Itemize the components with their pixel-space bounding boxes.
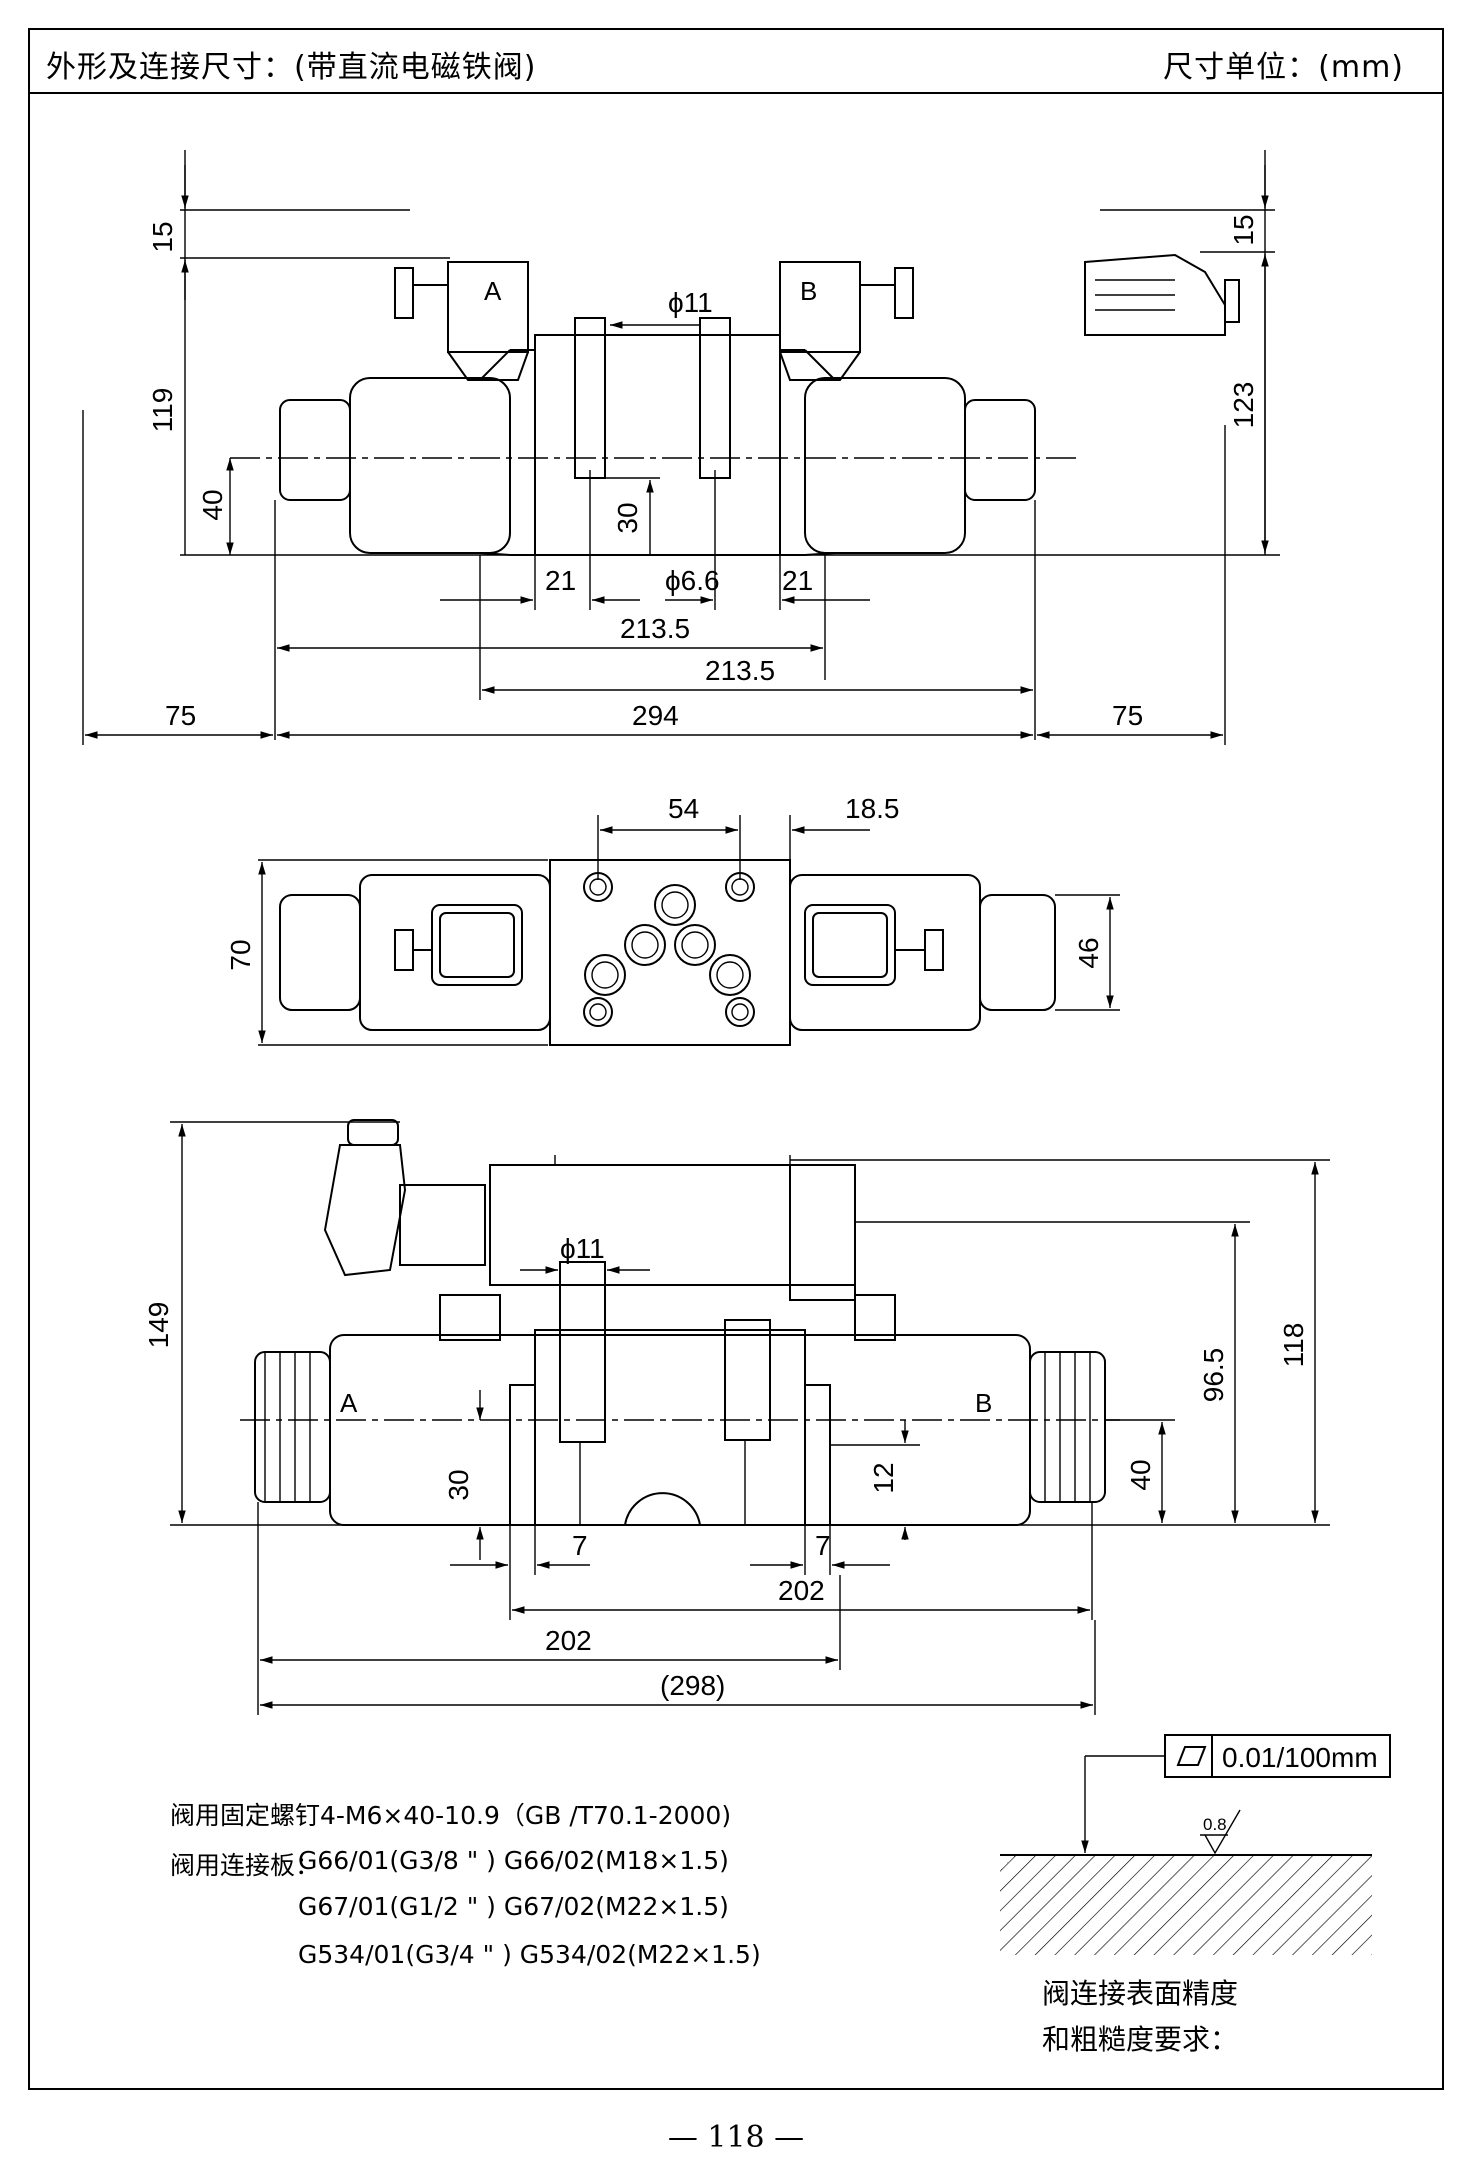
note-screws: 阀用固定螺钉4-M6×40-10.9（GB /T70.1-2000)	[170, 1801, 732, 1830]
dim-phi6-6: ϕ6.6	[665, 565, 720, 596]
surface-caption-line2: 和粗糙度要求：	[1042, 2023, 1239, 2056]
dim-w75-left: 75	[165, 700, 196, 731]
flatness-value: 0.01/100mm	[1222, 1742, 1378, 1773]
dim-h40-side: 40	[1125, 1459, 1156, 1490]
note-plate-line2: G67/01(G1/2 " ) G67/02(M22×1.5)	[298, 1892, 729, 1921]
dim-h12: 12	[868, 1462, 899, 1493]
top-view: 15 119 40 15 123 ϕ11 30 21 ϕ6.6 21	[82, 150, 1280, 745]
dim-w7-left: 7	[572, 1530, 588, 1561]
note-plate-line1: G66/01(G3/8 " ) G66/02(M18×1.5)	[298, 1846, 729, 1875]
drawing-frame: 外形及连接尺寸：(带直流电磁铁阀) 尺寸单位：(mm)	[28, 28, 1444, 2090]
dim-phi11-side: ϕ11	[560, 1233, 605, 1264]
dim-h149: 149	[143, 1302, 174, 1349]
dim-w21-left: 21	[545, 565, 576, 596]
cable-plug	[1084, 253, 1240, 336]
dim-h70: 70	[225, 939, 256, 970]
dim-h30-top: 30	[612, 502, 643, 533]
header-bar: 外形及连接尺寸：(带直流电磁铁阀) 尺寸单位：(mm)	[30, 30, 1442, 94]
dim-h15-right: 15	[1228, 214, 1259, 245]
side-label-b: B	[975, 1388, 992, 1418]
plan-view: 54 18.5 70 46	[225, 793, 1120, 1046]
dim-h119: 119	[147, 388, 178, 433]
dim-h96-5: 96.5	[1198, 1348, 1229, 1403]
header-title: 外形及连接尺寸：(带直流电磁铁阀)	[46, 50, 537, 85]
dim-h123: 123	[1228, 382, 1259, 429]
coil-label-b: B	[800, 276, 817, 306]
dim-h40-left: 40	[197, 489, 228, 520]
note-plate-line3: G534/01(G3/4 " ) G534/02(M22×1.5)	[298, 1940, 761, 1969]
dim-w294: 294	[632, 700, 679, 731]
valve-body	[534, 317, 781, 560]
dim-w213-5-a: 213.5	[620, 613, 690, 644]
dim-h46: 46	[1073, 937, 1104, 968]
roughness-symbol	[1204, 1809, 1241, 1855]
side-label-a: A	[340, 1388, 358, 1418]
dim-w202-b: 202	[545, 1625, 592, 1656]
dim-h118: 118	[1278, 1323, 1309, 1368]
port-holes	[583, 872, 755, 1027]
surface-caption-line1: 阀连接表面精度	[1042, 1977, 1239, 2010]
roughness-value: 0.8	[1203, 1815, 1227, 1834]
dim-phi11-top: ϕ11	[668, 287, 713, 318]
header-unit: 尺寸单位：(mm)	[1163, 50, 1404, 85]
solenoid-connector-a	[394, 261, 529, 381]
dim-w18-5: 18.5	[845, 793, 900, 824]
dim-w75-right: 75	[1112, 700, 1143, 731]
dim-w7-right: 7	[815, 1530, 831, 1561]
page-number: — 118 —	[667, 2120, 805, 2155]
surface-tolerance-block: 0.01/100mm 0.8	[1000, 1734, 1391, 1955]
dim-h30-side: 30	[443, 1469, 474, 1500]
dim-w21-right: 21	[782, 565, 813, 596]
dim-w298: (298)	[660, 1670, 725, 1701]
note-plate-label: 阀用连接板：	[170, 1851, 321, 1880]
flatness-icon	[1176, 1746, 1207, 1766]
solenoid-connector-b	[779, 261, 914, 381]
dim-w213-5-b: 213.5	[705, 655, 775, 686]
dim-w202-a: 202	[778, 1575, 825, 1606]
dim-w54: 54	[668, 793, 699, 824]
coil-label-a: A	[484, 276, 502, 306]
side-view: A B 149 ϕ11 30 7 7 12 40	[143, 1119, 1330, 1715]
dim-h15-left: 15	[147, 221, 178, 252]
